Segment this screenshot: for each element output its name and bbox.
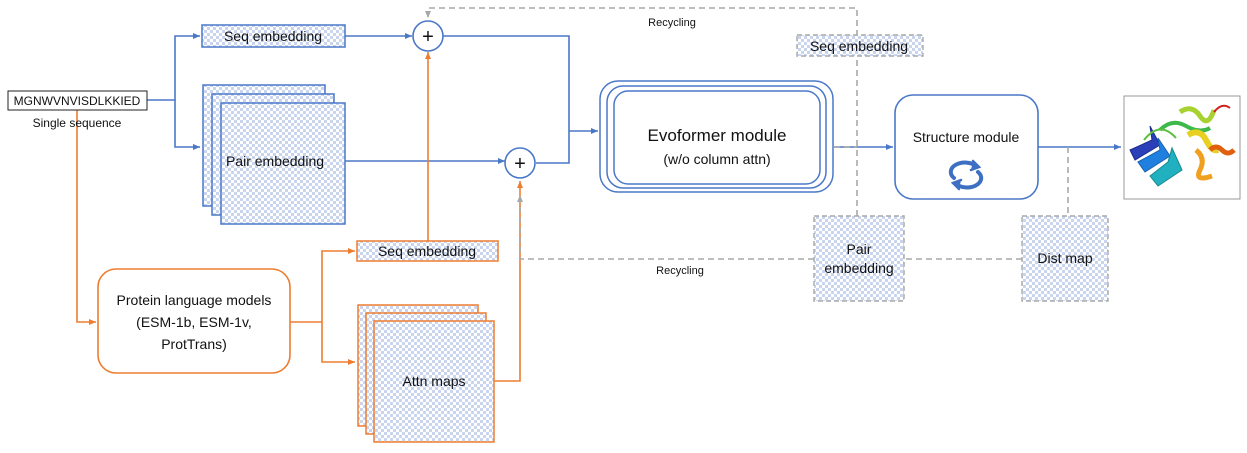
- plus-node-top: +: [412, 20, 444, 52]
- svg-text:Protein language models: Protein language models: [117, 292, 272, 308]
- attn-maps-label: Attn maps: [402, 373, 465, 389]
- sequence-text: MGNWVNVISDLKKIED: [14, 94, 141, 108]
- svg-text:Dist map: Dist map: [1037, 250, 1092, 266]
- plm-to-attn-maps: [321, 322, 355, 365]
- sequence-to-plm: [76, 108, 96, 325]
- svg-text:+: +: [514, 153, 526, 175]
- svg-text:(ESM-1b, ESM-1v,: (ESM-1b, ESM-1v,: [136, 314, 252, 330]
- svg-text:Evoformer module: Evoformer module: [648, 126, 787, 145]
- sequence-caption: Single sequence: [33, 116, 122, 130]
- recycling-connectors: [425, 7, 1069, 260]
- evoformer-module: Evoformer module (w/o column attn): [599, 80, 834, 193]
- recycle-seq-embedding: Seq embedding: [796, 34, 924, 57]
- cycle-icon: [948, 159, 984, 191]
- recycle-bottom-line-2: [517, 195, 814, 260]
- svg-text:+: +: [422, 26, 434, 48]
- plus-node-bottom: +: [504, 147, 536, 179]
- pair-embedding-label: Pair embedding: [226, 153, 324, 169]
- svg-text:Seq embedding: Seq embedding: [378, 243, 476, 259]
- recycling-label-top: Recycling: [648, 17, 696, 29]
- protein-structure-image: [1123, 95, 1241, 200]
- split-to-seq-embedding: [147, 33, 200, 101]
- seq-embedding-plm: Seq embedding: [356, 240, 499, 262]
- attn-maps-to-plus-bottom: [494, 181, 523, 382]
- svg-text:Structure module: Structure module: [913, 129, 1020, 145]
- svg-text:Seq embedding: Seq embedding: [224, 28, 322, 44]
- dist-map-box: Dist map: [1021, 215, 1109, 302]
- structure-module: Structure module: [894, 94, 1039, 200]
- sequence-box: [7, 90, 148, 111]
- pair-embedding-stack: Pair embedding: [202, 84, 346, 225]
- plus-top-out: [443, 35, 570, 131]
- recycling-label-bottom: Recycling: [656, 265, 704, 277]
- svg-text:ProtTrans): ProtTrans): [161, 336, 227, 352]
- plm-to-seq-embedding: [321, 248, 355, 322]
- plus-bottom-out: [536, 131, 570, 164]
- svg-text:embedding: embedding: [824, 260, 893, 276]
- attn-maps-stack: Attn maps: [357, 304, 495, 443]
- svg-text:(w/o column attn): (w/o column attn): [663, 151, 770, 167]
- input-sequence: MGNWVNVISDLKKIED Single sequence: [7, 90, 148, 130]
- blue-connectors: [147, 33, 1121, 164]
- svg-text:Seq embedding: Seq embedding: [810, 38, 908, 54]
- seq-embedding-top: Seq embedding: [201, 24, 346, 48]
- recycle-pair-embedding: Pair embedding: [813, 215, 905, 302]
- svg-text:Pair: Pair: [847, 241, 872, 257]
- protein-language-models: Protein language models (ESM-1b, ESM-1v,…: [97, 268, 291, 374]
- split-to-pair-embedding: [174, 100, 200, 150]
- recycle-top-line: [425, 7, 858, 216]
